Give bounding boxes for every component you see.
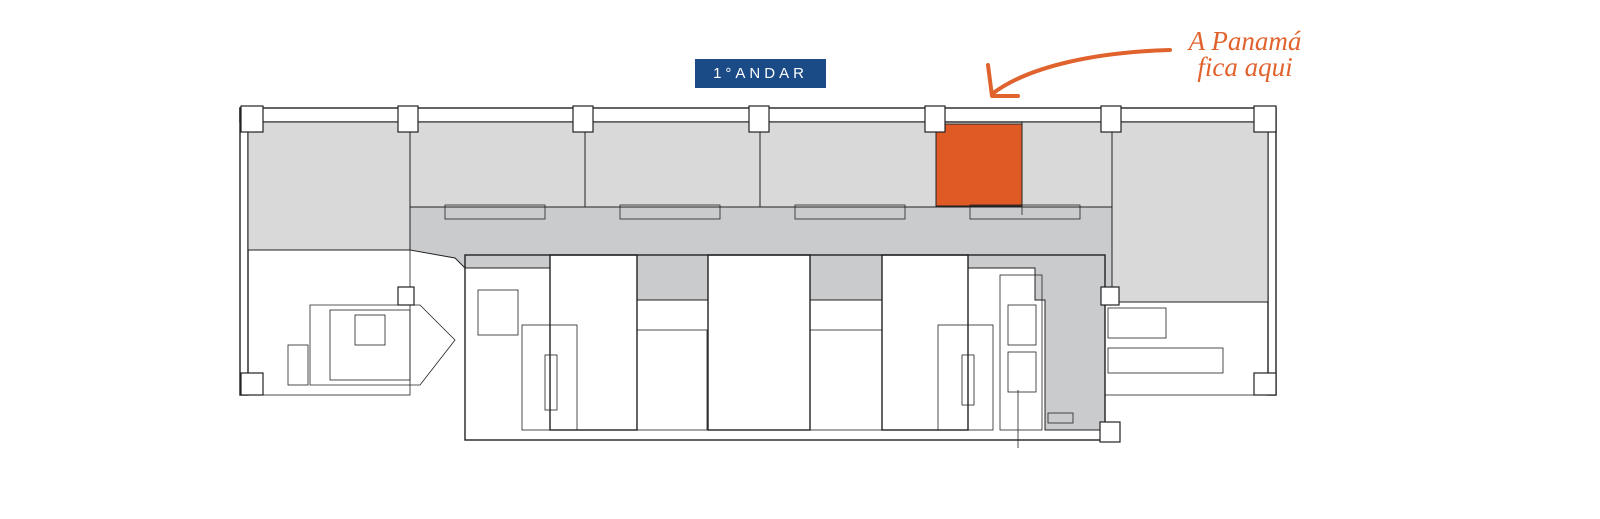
floor-label: 1°ANDAR <box>695 59 826 88</box>
annotation-line-1: A Panamá <box>1188 26 1302 56</box>
service-core <box>464 254 1106 448</box>
columns <box>240 105 1277 443</box>
corridor-wall-details <box>444 122 1081 220</box>
highlighted-office <box>935 123 1023 207</box>
arrow-icon <box>990 48 1172 96</box>
offices <box>247 121 1269 303</box>
right-stair <box>1104 301 1269 396</box>
annotation-text: A Panamá fica aqui <box>1170 26 1320 82</box>
arrow-head-icon <box>986 63 1020 98</box>
corridor <box>409 206 1113 431</box>
left-stair <box>247 249 456 396</box>
annotation-line-2: fica aqui <box>1197 52 1293 82</box>
